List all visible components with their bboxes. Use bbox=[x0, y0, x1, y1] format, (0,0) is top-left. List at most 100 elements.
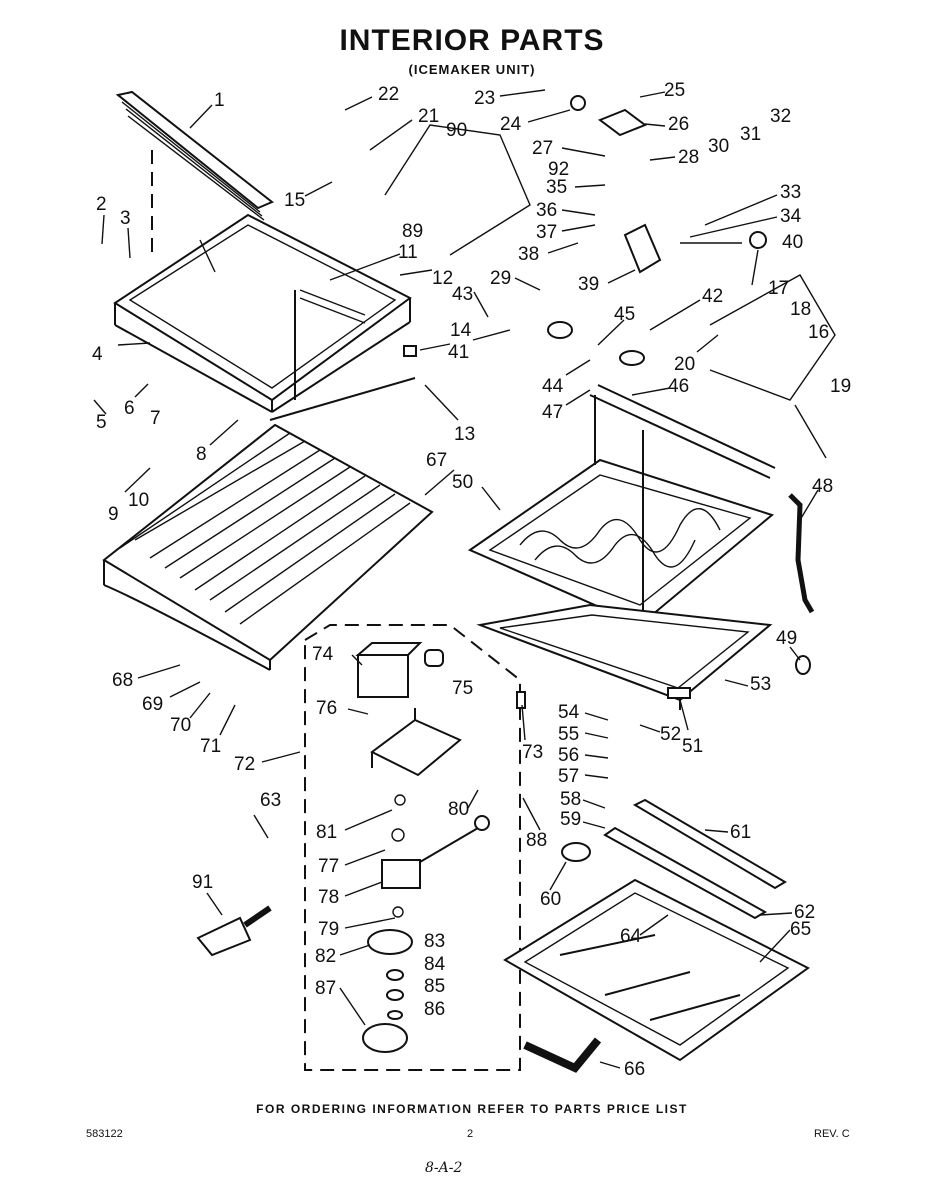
part-number: 87 bbox=[315, 978, 336, 999]
part-number: 45 bbox=[614, 304, 635, 325]
part-number: 32 bbox=[770, 106, 791, 127]
part-number: 4 bbox=[92, 344, 103, 365]
part-number: 81 bbox=[316, 822, 337, 843]
part-number: 16 bbox=[808, 322, 829, 343]
document-number: 583122 bbox=[86, 1128, 123, 1140]
part-number: 5 bbox=[96, 412, 107, 433]
part-number: 35 bbox=[546, 177, 567, 198]
part-number: 53 bbox=[750, 674, 771, 695]
page-number: 2 bbox=[467, 1128, 474, 1140]
switch-bracket bbox=[623, 223, 662, 274]
part-number: 25 bbox=[664, 80, 685, 101]
part-number: 42 bbox=[702, 286, 723, 307]
icemaker-motor bbox=[355, 642, 444, 698]
part-number: 56 bbox=[558, 745, 579, 766]
part-number: 39 bbox=[578, 274, 599, 295]
part-number: 38 bbox=[518, 244, 539, 265]
part-number: 21 bbox=[418, 106, 439, 127]
lower-bin bbox=[503, 878, 810, 1062]
part-number: 60 bbox=[540, 889, 561, 910]
part-number: 86 bbox=[424, 999, 445, 1020]
part-number: 62 bbox=[794, 902, 815, 923]
part-number: 82 bbox=[315, 946, 336, 967]
part-number: 92 bbox=[548, 159, 569, 180]
part-number: 31 bbox=[740, 124, 761, 145]
part-number: 51 bbox=[682, 736, 703, 757]
part-number: 55 bbox=[558, 724, 579, 745]
part-number: 15 bbox=[284, 190, 305, 211]
part-number: 71 bbox=[200, 736, 221, 757]
part-number: 75 bbox=[452, 678, 473, 699]
part-number: 59 bbox=[560, 809, 581, 830]
part-number: 19 bbox=[830, 376, 851, 397]
part-number: 24 bbox=[500, 114, 522, 135]
thermostat-group bbox=[384, 124, 531, 256]
ice-scoop bbox=[196, 905, 272, 957]
part-number: 77 bbox=[318, 856, 339, 877]
part-number: 11 bbox=[398, 242, 418, 263]
motor-bracket bbox=[370, 708, 462, 777]
part-number: 64 bbox=[620, 926, 642, 947]
part-number: 91 bbox=[192, 872, 213, 893]
drip-tray bbox=[476, 603, 773, 710]
part-number: 89 bbox=[402, 221, 423, 242]
part-number: 72 bbox=[234, 754, 255, 775]
part-number: 29 bbox=[490, 268, 511, 289]
part-labels: 1 2 3 4 5 6 7 8 9 10 11 12 13 14 15 16 1… bbox=[92, 80, 851, 1080]
part-number: 90 bbox=[446, 120, 467, 141]
part-number: 49 bbox=[776, 628, 797, 649]
part-number: 54 bbox=[558, 702, 580, 723]
part-number: 44 bbox=[542, 376, 564, 397]
part-number: 84 bbox=[424, 954, 446, 975]
heater-coil bbox=[561, 842, 591, 862]
upper-frame bbox=[113, 213, 412, 413]
sensor-bulb bbox=[749, 231, 767, 249]
part-number: 65 bbox=[790, 919, 811, 940]
part-number: 3 bbox=[120, 208, 131, 229]
part-number: 2 bbox=[96, 194, 107, 215]
part-number: 40 bbox=[782, 232, 803, 253]
part-number: 8 bbox=[196, 444, 207, 465]
part-number: 28 bbox=[678, 147, 699, 168]
part-number: 7 bbox=[150, 408, 161, 429]
clip-fastener bbox=[403, 345, 417, 357]
part-number: 17 bbox=[768, 278, 789, 299]
part-number: 6 bbox=[124, 398, 135, 419]
hose bbox=[523, 1037, 602, 1073]
part-number: 63 bbox=[260, 790, 281, 811]
rails bbox=[603, 798, 787, 920]
part-number: 13 bbox=[454, 424, 475, 445]
page-subtitle: (ICEMAKER UNIT) bbox=[408, 62, 536, 77]
gear-stack bbox=[362, 794, 490, 1053]
part-number: 18 bbox=[790, 299, 811, 320]
part-number: 37 bbox=[536, 222, 557, 243]
part-number: 9 bbox=[108, 504, 119, 525]
part-number: 10 bbox=[128, 490, 149, 511]
part-number: 43 bbox=[452, 284, 473, 305]
part-number: 47 bbox=[542, 402, 563, 423]
part-number: 80 bbox=[448, 799, 469, 820]
part-number: 76 bbox=[316, 698, 337, 719]
part-number: 69 bbox=[142, 694, 163, 715]
corrugated-cover bbox=[102, 377, 434, 671]
part-number: 20 bbox=[674, 354, 695, 375]
solenoid bbox=[619, 350, 645, 366]
part-number: 88 bbox=[526, 830, 547, 851]
part-number: 36 bbox=[536, 200, 557, 221]
part-number: 34 bbox=[780, 206, 802, 227]
ice-tray bbox=[467, 384, 776, 630]
part-number: 68 bbox=[112, 670, 133, 691]
part-number: 14 bbox=[450, 320, 472, 341]
part-number: 83 bbox=[424, 931, 445, 952]
part-number: 1 bbox=[214, 90, 225, 111]
part-number: 66 bbox=[624, 1059, 645, 1080]
part-number: 74 bbox=[312, 644, 334, 665]
fill-tube bbox=[788, 493, 815, 614]
part-number: 79 bbox=[318, 919, 339, 940]
ordering-note: FOR ORDERING INFORMATION REFER TO PARTS … bbox=[256, 1102, 688, 1116]
handwritten-note: 8-A-2 bbox=[425, 1160, 463, 1176]
part-number: 70 bbox=[170, 715, 191, 736]
revision-label: REV. C bbox=[814, 1128, 850, 1140]
part-number: 85 bbox=[424, 976, 445, 997]
